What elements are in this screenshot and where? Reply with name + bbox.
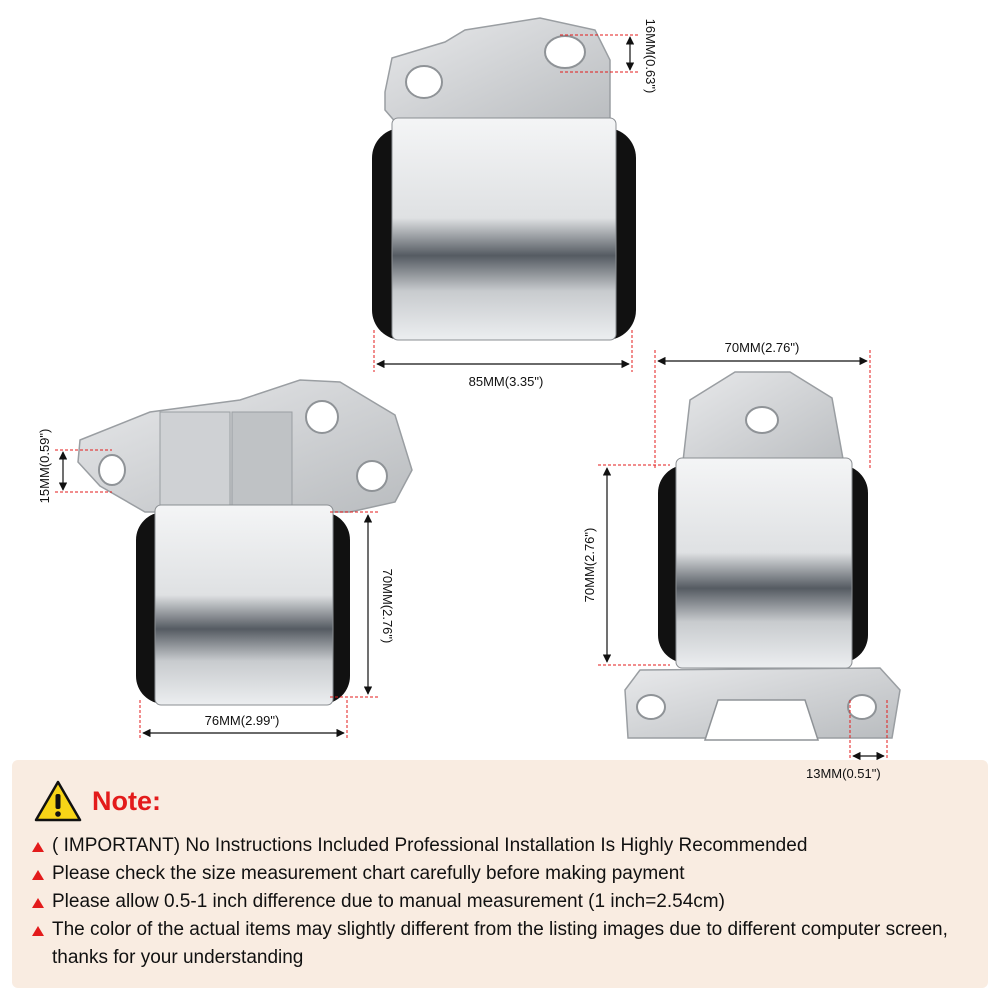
note-list: ( IMPORTANT) No Instructions Included Pr… [32, 832, 977, 972]
dim-label-top-width: 85MM(3.35") [469, 374, 544, 389]
note-item-text: Please check the size measurement chart … [52, 863, 685, 884]
dim-label-left-width: 76MM(2.99") [205, 713, 280, 728]
dimension-left-hole: 15MM(0.59") [37, 429, 112, 504]
dim-label-left-hole: 15MM(0.59") [37, 429, 52, 504]
dimension-left-height: 70MM(2.76") [330, 511, 395, 698]
note-item: Please check the size measurement chart … [32, 860, 977, 888]
product-diagram: 16MM(0.63") 85MM(3.35") 15MM(0.59") 70MM… [37, 17, 901, 760]
dimension-right-hole [849, 700, 888, 760]
note-header: Note: [34, 778, 161, 824]
note-item-text: The color of the actual items may slight… [52, 919, 948, 968]
note-item: The color of the actual items may slight… [32, 916, 977, 972]
dimension-right-height: 70MM(2.76") [582, 464, 670, 666]
dimension-top-width: 85MM(3.35") [373, 330, 633, 389]
engine-mount-left [77, 379, 413, 706]
engine-mount-right [624, 371, 901, 741]
dimension-top-hole: 16MM(0.63") [560, 19, 658, 94]
note-panel: Note: ( IMPORTANT) No Instructions Inclu… [12, 760, 988, 988]
triangle-bullet-icon [32, 870, 44, 880]
note-item: Please allow 0.5-1 inch difference due t… [32, 888, 977, 916]
dim-label-top-hole: 16MM(0.63") [643, 19, 658, 94]
dim-label-right-width: 70MM(2.76") [725, 340, 800, 355]
engine-mount-top [372, 17, 636, 341]
triangle-bullet-icon [32, 898, 44, 908]
dim-label-right-hole: 13MM(0.51") [806, 766, 881, 781]
dim-label-right-hole-box: 13MM(0.51") [806, 766, 881, 781]
dim-label-left-height: 70MM(2.76") [380, 569, 395, 644]
note-item-text: Please allow 0.5-1 inch difference due t… [52, 891, 725, 912]
note-item: ( IMPORTANT) No Instructions Included Pr… [32, 832, 977, 860]
dim-label-right-height: 70MM(2.76") [582, 528, 597, 603]
triangle-bullet-icon [32, 926, 44, 936]
note-title: Note: [92, 785, 161, 816]
triangle-bullet-icon [32, 842, 44, 852]
note-item-text: ( IMPORTANT) No Instructions Included Pr… [52, 835, 808, 856]
dimension-left-width: 76MM(2.99") [139, 700, 348, 740]
dimension-right-width: 70MM(2.76") [654, 340, 871, 470]
warning-triangle-icon [34, 780, 82, 822]
